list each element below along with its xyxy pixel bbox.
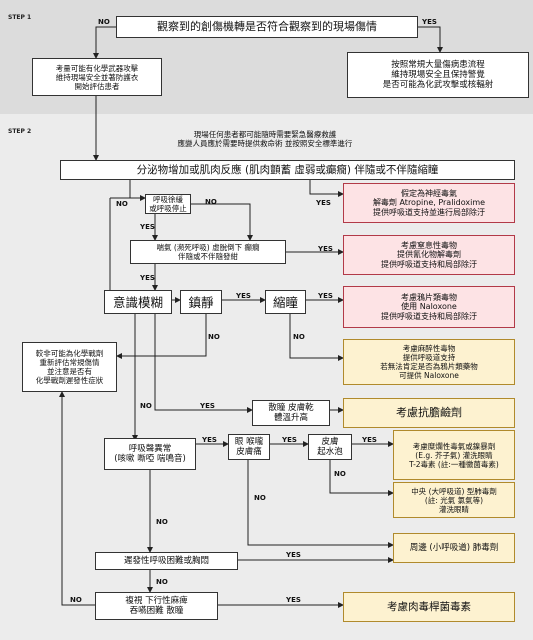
mass-casualty-box: 按照常規大量傷病患流程 維持現場安全且保持警覺 是否可能為化武攻擊或核輻射 bbox=[347, 52, 529, 98]
label-yes: YES bbox=[316, 199, 331, 207]
label-yes: YES bbox=[140, 274, 155, 282]
label-no: NO bbox=[254, 494, 266, 502]
peripheral-lung-agent-box: 周邊 (小呼吸道) 肺毒劑 bbox=[393, 533, 515, 563]
blister-box: 皮膚 起水泡 bbox=[308, 434, 352, 460]
label-yes: YES bbox=[318, 292, 333, 300]
label-no: NO bbox=[334, 470, 346, 478]
nerve-agent-box: 假定為神經毒氣 解毒劑 Atropine, Pralidoxime 提供呼吸道支… bbox=[343, 183, 515, 223]
mechanism-question-box: 觀察到的創傷機轉是否符合觀察到的現場傷情 bbox=[116, 16, 418, 38]
label-no: NO bbox=[205, 198, 217, 206]
label-no: NO bbox=[140, 402, 152, 410]
resp-slow-box: 呼吸徐緩 或呼吸停止 bbox=[145, 194, 191, 214]
label-yes: YES bbox=[362, 436, 377, 444]
label-no: NO bbox=[208, 333, 220, 341]
dry-skin-box: 散瞳 皮膚乾 體溫升高 bbox=[252, 400, 330, 426]
label-yes: YES bbox=[140, 223, 155, 231]
label-yes: YES bbox=[200, 402, 215, 410]
central-lung-agent-box: 中央 (大呼吸道) 型肺毒劑 (註: 光氣 氯氣等) 灌洗眼睛 bbox=[393, 482, 515, 518]
label-no: NO bbox=[156, 578, 168, 586]
label-yes: YES bbox=[422, 18, 437, 26]
opioid-box: 考慮鴉片類毒物 使用 Naloxone 提供呼吸道支持和局部除汙 bbox=[343, 286, 515, 328]
emergency-note: 現場任何患者都可能隨時需要緊急醫療救護 應變人員應於需要時提供救命術 並按照安全… bbox=[177, 130, 353, 149]
secretion-symptom-box: 分泌物增加或肌肉反應 (肌肉顫蓄 虛弱或癲癇) 伴隨或不伴隨縮瞳 bbox=[60, 160, 515, 180]
anticholinergic-box: 考慮抗膽鹼劑 bbox=[343, 398, 515, 428]
botulinum-box: 考慮肉毒桿菌毒素 bbox=[343, 592, 515, 622]
label-yes: YES bbox=[202, 436, 217, 444]
label-yes: YES bbox=[282, 436, 297, 444]
label-yes: YES bbox=[286, 596, 301, 604]
resp-abnormal-box: 呼吸聲異常 (咳嗽 嘶啞 喘鳴音) bbox=[104, 438, 196, 470]
label-no: NO bbox=[98, 18, 110, 26]
less-likely-box: 較非可能為化學戰劑 重新評估常規傷情 並注意是否有 化學戰劑遲發性症狀 bbox=[22, 342, 117, 392]
label-no: NO bbox=[293, 333, 305, 341]
chemical-attack-box: 考量可能有化學武器攻擊 維持現場安全並著防護衣 開始評估患者 bbox=[32, 58, 162, 96]
delayed-resp-box: 遲發性呼吸困難或胸悶 bbox=[95, 552, 238, 570]
step2-label: STEP 2 bbox=[8, 128, 32, 135]
label-no: NO bbox=[116, 200, 128, 208]
label-no: NO bbox=[156, 518, 168, 526]
label-yes: YES bbox=[236, 292, 251, 300]
sedation-box: 鎮靜 bbox=[180, 290, 222, 314]
label-no: NO bbox=[70, 596, 82, 604]
gasping-box: 喘氣 (瀕死呼吸) 虛脫倒下 癲癇 伴隨或不伴隨發紺 bbox=[130, 240, 286, 264]
confusion-box: 意識模糊 bbox=[104, 290, 172, 314]
label-yes: YES bbox=[318, 245, 333, 253]
step1-label: STEP 1 bbox=[8, 14, 32, 21]
eye-skin-pain-box: 眼 喉嚨 皮膚痛 bbox=[228, 434, 270, 460]
label-yes: YES bbox=[286, 551, 301, 559]
vesicant-box: 考慮糜爛性毒氣或鎳暴劑 (E.g. 芥子氣) 灌洗眼睛 T-2毒素 (註:一種黴… bbox=[393, 430, 515, 480]
miosis-box: 縮瞳 bbox=[265, 290, 306, 314]
cyanide-box: 考慮窒息性毒物 提供氰化物解毒劑 提供呼吸道支持和局部除汙 bbox=[343, 235, 515, 275]
paralysis-box: 複視 下行性麻痺 吞嚥困難 散瞳 bbox=[95, 592, 218, 620]
anesthetic-box: 考慮麻醉性毒物 提供呼吸道支持 若無法肯定是否為鴉片類藥物 可提供 Naloxo… bbox=[343, 339, 515, 385]
